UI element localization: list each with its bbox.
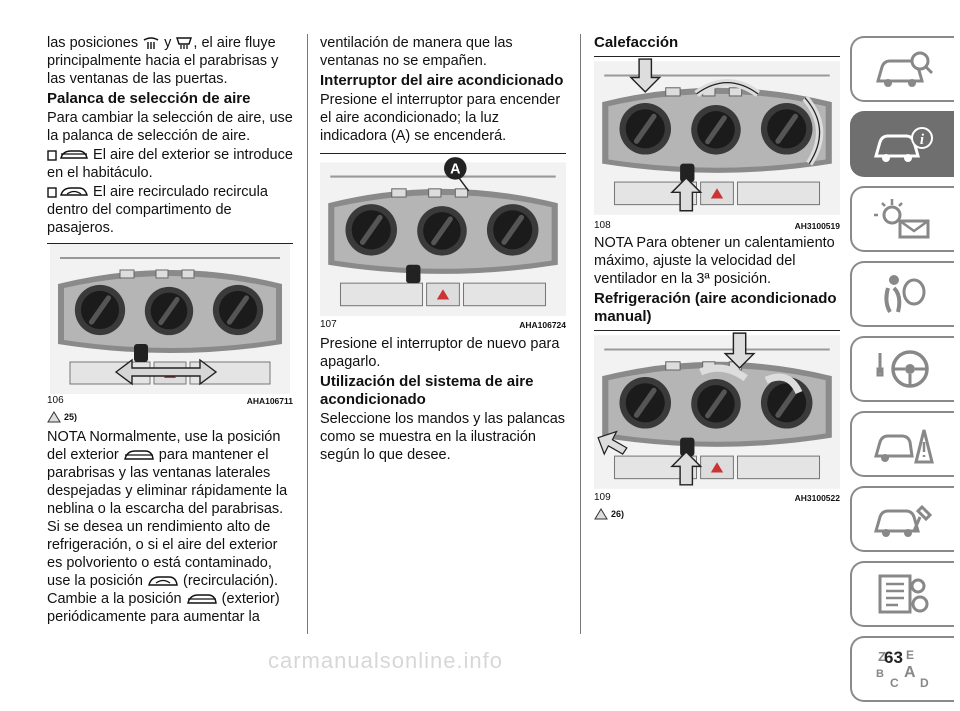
section-heading: Refrigeración (aire acondicionado manual…: [594, 290, 837, 325]
paragraph: Presione el interruptor de nuevo para ap…: [320, 336, 560, 370]
recirculation-car-icon: [148, 576, 178, 586]
figure-106: 106 AHA106711: [47, 243, 293, 407]
warning-lights-icon: [874, 199, 930, 239]
svg-text:Z: Z: [878, 649, 886, 664]
figure-107: A 107 AHA106724: [320, 153, 566, 331]
specs-icon: [878, 574, 929, 614]
index-icon: Z E B AC D: [876, 648, 929, 690]
section-heading: Calefacción: [594, 34, 679, 51]
tab-warning-lights[interactable]: [850, 186, 954, 252]
nota-paragraph: NOTA Para obtener un calentamiento máxim…: [594, 235, 835, 287]
airbag-icon: [884, 275, 926, 314]
tab-knowing-your-car[interactable]: [850, 36, 954, 102]
paragraph: El aire del exterior se introduce en el …: [47, 147, 293, 181]
fresh-air-icon: [47, 150, 88, 161]
nota-paragraph: NOTA Normalmente, use la posición del ex…: [47, 429, 288, 625]
breakdown-icon: [874, 429, 934, 464]
fresh-air-car-icon: [186, 594, 217, 604]
paragraph: El aire recirculado recircula dentro del…: [47, 184, 268, 236]
windshield-defrost-icon: [143, 37, 159, 50]
diagonal-arrow-icon: [597, 430, 628, 456]
paragraph: Presione el interruptor para encender el…: [320, 92, 561, 144]
section-heading: Interruptor del aire acondicionado: [320, 72, 564, 89]
column-1: las posiciones y , el aire fluye princip…: [47, 34, 293, 627]
column-2: ventilación de manera que las ventanas n…: [320, 34, 566, 465]
figure-code: AHA106711: [246, 396, 293, 406]
section-heading: Utilización del sistema de aire acondici…: [320, 373, 534, 408]
tab-instruments-controls[interactable]: i: [850, 111, 954, 177]
svg-text:D: D: [920, 676, 929, 690]
tab-maintenance[interactable]: [850, 486, 954, 552]
defrost-icon: [176, 37, 193, 50]
figure-number: 108: [594, 220, 611, 231]
figure-number: 107: [320, 319, 337, 330]
paragraph: Seleccione los mandos y las palancas com…: [320, 411, 566, 463]
watermark: carmanualsonline.info: [268, 648, 504, 673]
warning-triangle-icon: [594, 508, 608, 520]
car-info-icon: i: [874, 127, 933, 162]
callout-badge: [444, 157, 467, 180]
tab-safety[interactable]: [850, 261, 954, 327]
warning-reference: 26): [594, 505, 840, 523]
svg-text:A: A: [904, 664, 916, 681]
figure-109: 109 AH3100522: [594, 330, 840, 504]
recirculation-icon: [47, 187, 88, 198]
up-arrow-icon: [670, 176, 703, 212]
tab-technical-data[interactable]: [850, 561, 954, 627]
hvac-panel-heating-image: [594, 58, 840, 219]
figure-code: AH3100522: [794, 493, 840, 503]
figure-108: 108 AH3100519: [594, 56, 840, 232]
page-number: 63: [884, 648, 903, 667]
svg-text:C: C: [890, 676, 899, 690]
figure-number: 106: [47, 395, 64, 406]
paragraph: las posiciones y , el aire fluye princip…: [47, 35, 279, 87]
slide-arrow-icon: [114, 358, 218, 386]
callout-label: A: [450, 161, 460, 177]
hvac-panel-image: [47, 244, 293, 394]
down-arrow-icon: [629, 58, 662, 93]
warning-reference: 25): [47, 408, 293, 426]
section-heading: Palanca de selección de aire: [47, 90, 251, 107]
paragraph: Para cambiar la selección de aire, use l…: [47, 110, 293, 144]
car-search-icon: [876, 51, 934, 87]
down-arrow-icon: [723, 332, 756, 369]
up-arrow-icon: [670, 450, 703, 486]
fresh-air-car-icon: [123, 450, 154, 460]
figure-number: 109: [594, 492, 611, 503]
svg-text:B: B: [876, 668, 884, 680]
hvac-panel-cooling-image: [594, 332, 840, 491]
steering-icon: [876, 350, 929, 388]
car-service-icon: [874, 504, 933, 537]
hvac-panel-image: A: [320, 157, 566, 318]
paragraph: ventilación de manera que las ventanas n…: [320, 35, 513, 69]
column-3: Calefacción 108 AH3100519 NOTA Para obte…: [594, 34, 840, 523]
warning-triangle-icon: [47, 411, 61, 423]
tab-emergency[interactable]: [850, 411, 954, 477]
figure-code: AH3100519: [794, 221, 840, 231]
svg-text:E: E: [906, 648, 914, 662]
tab-starting-driving[interactable]: [850, 336, 954, 402]
figure-code: AHA106724: [519, 320, 566, 330]
svg-text:i: i: [920, 132, 925, 148]
